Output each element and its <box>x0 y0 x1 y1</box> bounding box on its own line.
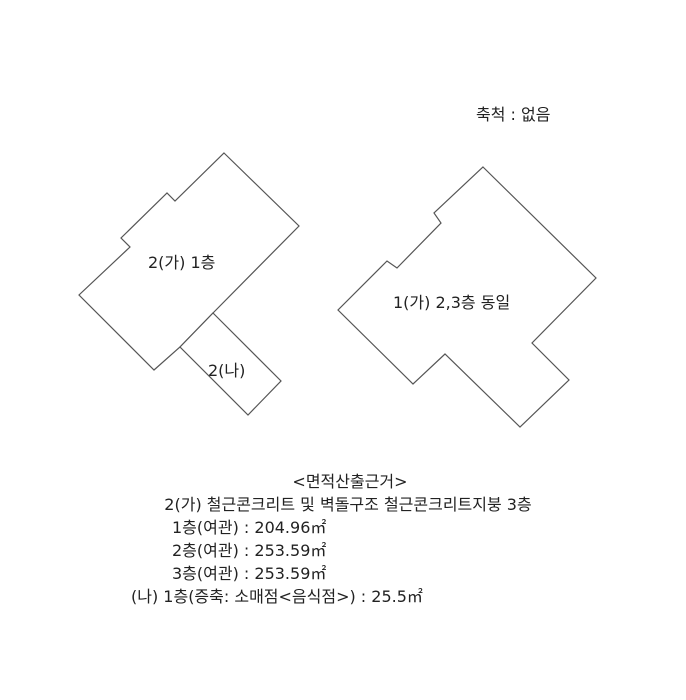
building-2-ga-outline <box>78 152 300 371</box>
building-2-na-outline <box>179 312 282 416</box>
notes-title: <면적산출근거> <box>292 472 408 491</box>
building-1-ga-label: 1(가) 2,3층 동일 <box>393 293 511 312</box>
floor-area-row: 1층(여관) : 204.96㎡ <box>172 518 327 537</box>
structure-description: 2(가) 철근콘크리트 및 벽돌구조 철근콘크리트지붕 3층 <box>164 495 532 514</box>
building-1-ga-outline <box>337 166 597 428</box>
floor-area-row: 3층(여관) : 253.59㎡ <box>172 564 327 583</box>
scale-note: 축척 : 없음 <box>476 105 551 124</box>
building-2-na-label: 2(나) <box>208 361 246 380</box>
building-2-ga-label: 2(가) 1층 <box>148 253 216 272</box>
floor-area-row: 2층(여관) : 253.59㎡ <box>172 541 327 560</box>
area-calculation-notes: <면적산출근거> 2(가) 철근콘크리트 및 벽돌구조 철근콘크리트지붕 3층 … <box>0 470 686 608</box>
annex-area-row: (나) 1층(증축: 소매점<음식점>) : 25.5㎡ <box>131 587 423 606</box>
